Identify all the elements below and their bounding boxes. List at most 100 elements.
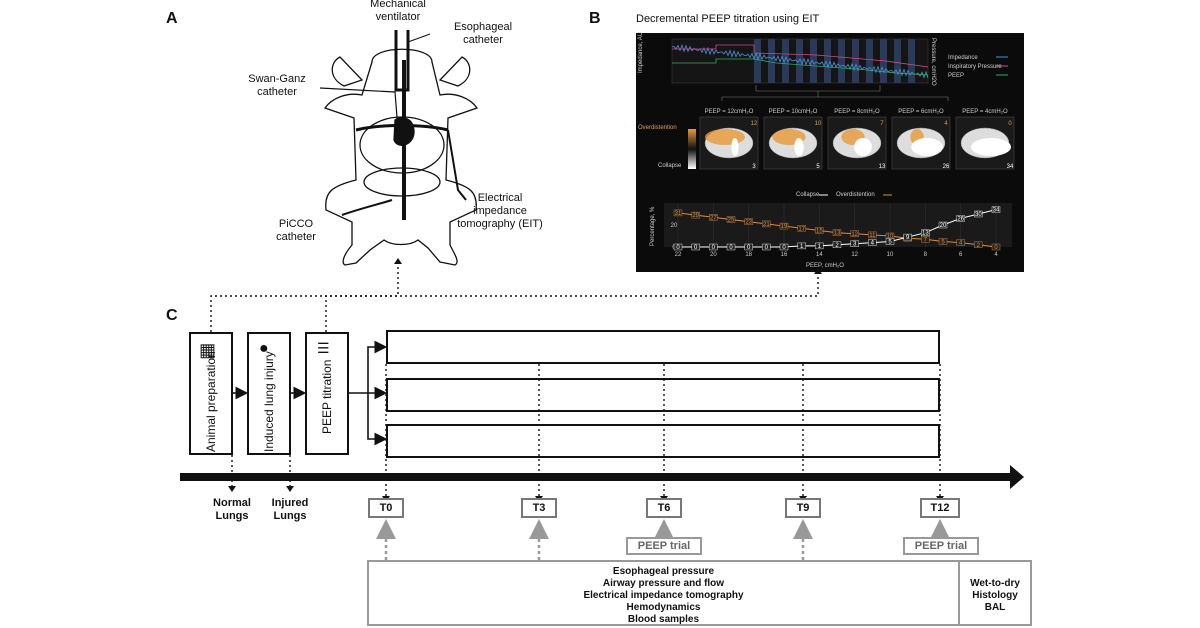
arrow-step3-collapse [367, 393, 388, 446]
chart-x-tick: 12 [851, 252, 858, 258]
eit-image-over-value: 12 [751, 121, 758, 127]
chart-point-label: 0 [676, 245, 680, 251]
chart-point-label: 31 [675, 211, 682, 217]
eit-cable [447, 129, 467, 201]
chart-point-label: 34 [993, 208, 1000, 214]
chart-point-marker [815, 242, 824, 250]
peep-step-band [754, 39, 761, 83]
timepoint-t0: T0 [368, 498, 404, 518]
panel-letter-a: A [166, 10, 178, 27]
timepoint-t3: T3 [521, 498, 557, 518]
chart-point-marker [974, 210, 983, 218]
chart-point-label: 2 [835, 243, 839, 249]
dash-link-peep-to-b [325, 272, 819, 332]
pig-body-outline [323, 48, 479, 266]
chart-point-label: 0 [747, 245, 751, 251]
chart-point-marker [938, 238, 948, 245]
chart-point-marker [921, 236, 930, 243]
chart-x-tick: 16 [781, 252, 788, 258]
eit-image-over-value: 0 [1008, 121, 1012, 127]
lungs-icon: ● [259, 340, 269, 357]
chart-point-marker [762, 220, 771, 228]
chart-point-marker [956, 215, 965, 222]
measure-airway: Airway pressure and flow [602, 578, 725, 589]
chart-point-marker [832, 241, 842, 249]
chart-point-label: 5 [941, 240, 945, 246]
peep-step-band [824, 39, 831, 83]
label-mechanical-ventilator: Mechanical ventilator [370, 0, 426, 23]
measure-hemodynamics: Hemodynamics [626, 602, 701, 613]
eit-image-coll-value: 5 [816, 164, 820, 170]
dash-link-animal-to-a [210, 262, 399, 332]
label-normal-lungs: Normal Lungs [213, 497, 251, 522]
chart-point-label: 5 [888, 240, 892, 246]
step-animal-preparation: ▦ Animal preparation [189, 332, 233, 455]
eit-chart-xlabel: PEEP, cmH₂O [806, 263, 844, 269]
eit-image-coll-value: 13 [879, 164, 886, 170]
esophageal-lead [407, 33, 431, 43]
chart-point-marker [938, 221, 948, 229]
timepoint-t12: T12 [920, 498, 960, 518]
measurements-box: Esophageal pressure Airway pressure and … [367, 560, 960, 626]
chart-x-tick: 4 [994, 252, 998, 258]
chart-point-label: 26 [957, 216, 964, 222]
chart-point-marker [726, 243, 736, 251]
chart-point-marker [868, 239, 877, 246]
chart-x-tick: 22 [675, 252, 682, 258]
final-measurements-box: Wet-to-dry Histology BAL [958, 560, 1032, 626]
peep-trace [672, 58, 929, 76]
chart-point-label: 27 [710, 215, 717, 221]
step-induced-lung-injury: ● Induced lung injury [247, 332, 291, 455]
chart-point-label: 2 [977, 243, 981, 249]
eit-legend-impedance: Impedance [948, 55, 978, 61]
chart-point-marker [762, 243, 771, 251]
chart-point-marker [779, 243, 789, 251]
chart-point-marker [797, 225, 806, 232]
eit-collapse-area [911, 138, 943, 156]
chart-point-label: 1 [818, 244, 822, 250]
eit-image-label: PEEP = 4cmH₂O [962, 109, 1008, 115]
chart-point-marker [797, 242, 806, 250]
label-injured-lungs: Injured Lungs [271, 497, 309, 522]
chart-point-marker [885, 238, 895, 245]
eit-image-label: PEEP = 6cmH₂O [898, 109, 944, 115]
label-picco-catheter: PiCCO catheter [276, 218, 316, 243]
chart-x-tick: 10 [887, 252, 894, 258]
chart-point-marker [744, 218, 753, 225]
timeline-arrow [180, 465, 1024, 489]
chart-point-marker [726, 216, 736, 223]
chart-point-label: 17 [798, 226, 805, 232]
eit-image-label: PEEP = 12cmH₂O [705, 109, 754, 115]
chart-plot-area [664, 203, 1012, 247]
eit-image-over-value: 10 [815, 121, 822, 127]
eit-belt [355, 124, 449, 132]
chart-point-label: 0 [694, 245, 698, 251]
chart-point-marker [673, 209, 683, 217]
peep-step-band [866, 39, 873, 83]
eit-collapse-area [971, 138, 1011, 156]
pig-icon: ▦ [199, 340, 217, 360]
chart-point-label: 19 [781, 224, 788, 230]
chart-point-label: 1 [800, 244, 804, 250]
timepoint-t9: T9 [785, 498, 821, 518]
eit-collapse-area [731, 138, 739, 156]
eit-collapse-area [854, 138, 872, 156]
eit-legend-inspiratory: Inspiratory Pressure [948, 64, 1002, 70]
chart-point-marker [779, 222, 789, 230]
swan-ganz-line [319, 87, 399, 131]
peep-step-band [796, 39, 803, 83]
panel-letter-c: C [166, 307, 178, 324]
chart-point-marker [850, 240, 859, 247]
chart-point-label: 4 [871, 241, 875, 247]
pig-illustration [319, 30, 479, 266]
label-esophageal-catheter: Esophageal catheter [453, 21, 513, 46]
chart-point-label: 4 [959, 241, 963, 247]
chart-point-label: 0 [729, 245, 733, 251]
chart-point-label: 20 [940, 223, 947, 229]
arrow-step3-overdistension [367, 340, 388, 393]
chart-point-marker [956, 239, 965, 246]
measure-esophageal: Esophageal pressure [612, 566, 715, 577]
